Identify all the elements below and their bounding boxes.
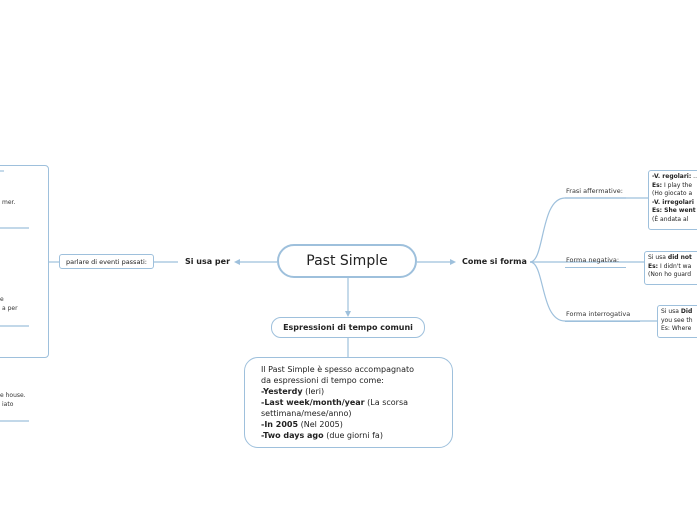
negativa-box[interactable]: Si usa did not Es: I didn't wa (Non ho g… [644, 251, 697, 285]
si-usa-per-node[interactable]: Si usa per [185, 257, 231, 266]
negativa-underline [565, 267, 626, 268]
come-si-forma-node[interactable]: Come si forma [462, 257, 527, 266]
forma-interrogativa-label[interactable]: Forma interrogativa [566, 310, 631, 318]
left-fragment-3: a per [2, 305, 18, 312]
info-line-5: settimana/mese/anno) [261, 409, 352, 418]
forma-negativa-label[interactable]: Forma negativa: [566, 256, 620, 264]
info-line-1: Il Past Simple è spesso accompagnato [261, 365, 415, 374]
parlare-node[interactable]: parlare di eventi passati: [59, 254, 154, 269]
info-line-3: -Yesterdy (Ieri) [261, 387, 325, 396]
left-events-frame [0, 165, 49, 358]
left-fragment-2: e [0, 296, 4, 303]
info-line-6: -In 2005 (Nel 2005) [261, 420, 343, 429]
left-fragment-5: iato [2, 401, 14, 408]
central-node[interactable]: Past Simple [277, 244, 417, 278]
frasi-affermative-label[interactable]: Frasi affermative: [566, 187, 623, 195]
info-line-2: da espressioni di tempo come: [261, 376, 384, 385]
left-fragment-4: e house. [0, 392, 26, 399]
interrogativa-box[interactable]: Si usa Did you see th Es: Where [657, 305, 697, 338]
espressioni-info-box[interactable]: Il Past Simple è spesso accompagnato da … [244, 357, 453, 448]
affermative-box[interactable]: -V. regolari: ... Es: I play the (Ho gio… [648, 170, 697, 230]
interrogativa-underline [565, 321, 640, 322]
left-fragment-1: mer. [2, 199, 16, 206]
espressioni-node[interactable]: Espressioni di tempo comuni [271, 317, 425, 338]
info-line-7: -Two days ago (due giorni fa) [261, 431, 383, 440]
info-line-4: -Last week/month/year (La scorsa [261, 398, 409, 407]
